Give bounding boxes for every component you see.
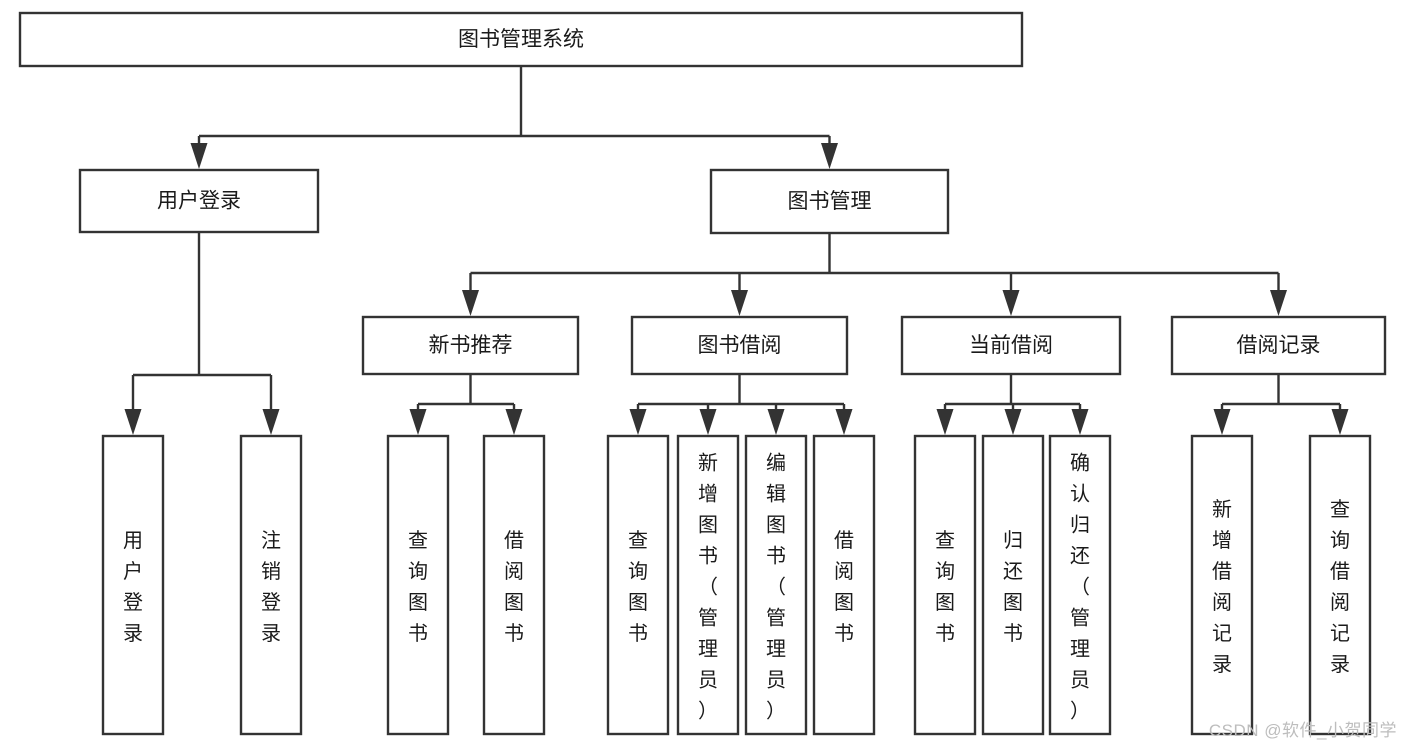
node-box xyxy=(386,434,450,736)
node-l3_2[interactable]: 图书借阅 xyxy=(630,315,849,376)
node-label: 图书管理系统 xyxy=(458,28,584,51)
node-root[interactable]: 图书管理系统 xyxy=(18,11,1024,68)
node-label: 编辑图书（管理员） xyxy=(766,452,786,723)
arrowhead-icon xyxy=(731,290,748,316)
node-leaf_7[interactable]: 编辑图书（管理员） xyxy=(744,434,808,736)
arrowhead-icon xyxy=(821,143,838,169)
arrowhead-icon xyxy=(124,409,142,435)
node-label: 借阅记录 xyxy=(1237,334,1321,357)
node-leaf_2[interactable]: 注销登录 xyxy=(239,434,303,736)
node-box xyxy=(101,434,165,736)
node-box xyxy=(1170,315,1387,376)
node-label: 查询图书 xyxy=(408,529,428,645)
node-l3_4[interactable]: 借阅记录 xyxy=(1170,315,1387,376)
node-leaf_8[interactable]: 借阅图书 xyxy=(812,434,876,736)
nodes-layer: 图书管理系统用户登录图书管理新书推荐图书借阅当前借阅借阅记录用户登录注销登录查询… xyxy=(18,11,1387,736)
node-leaf_3[interactable]: 查询图书 xyxy=(386,434,450,736)
arrowhead-icon xyxy=(262,409,280,435)
node-label: 查询图书 xyxy=(935,529,955,645)
node-label: 归还图书 xyxy=(1003,529,1023,645)
node-box xyxy=(361,315,580,376)
node-box xyxy=(981,434,1045,736)
node-box xyxy=(239,434,303,736)
node-box xyxy=(606,434,670,736)
node-leaf_10[interactable]: 归还图书 xyxy=(981,434,1045,736)
arrowhead-icon xyxy=(1002,290,1020,316)
node-box xyxy=(78,168,320,234)
node-box xyxy=(1048,434,1112,736)
node-leaf_1[interactable]: 用户登录 xyxy=(101,434,165,736)
node-label: 确认归还（管理员） xyxy=(1070,452,1090,723)
node-box xyxy=(900,315,1122,376)
node-label: 借阅图书 xyxy=(504,529,524,645)
arrowhead-icon xyxy=(767,409,785,435)
node-leaf_6[interactable]: 新增图书（管理员） xyxy=(676,434,740,736)
arrowhead-icon xyxy=(835,409,853,435)
arrowhead-icon xyxy=(1331,409,1349,435)
node-l3_1[interactable]: 新书推荐 xyxy=(361,315,580,376)
arrowhead-icon xyxy=(1071,409,1089,435)
node-label: 借阅图书 xyxy=(834,529,854,645)
node-label: 新增借阅记录 xyxy=(1212,498,1232,676)
arrowhead-icon xyxy=(1004,409,1022,435)
node-label: 用户登录 xyxy=(157,190,241,213)
arrowhead-icon xyxy=(505,409,523,435)
arrowhead-icon xyxy=(462,290,479,316)
node-label: 查询图书 xyxy=(628,529,648,645)
node-label: 用户登录 xyxy=(123,530,143,645)
node-label: 新书推荐 xyxy=(429,334,513,357)
node-label: 新增图书（管理员） xyxy=(698,452,718,723)
arrowhead-icon xyxy=(699,409,717,435)
node-l2_2[interactable]: 图书管理 xyxy=(709,168,950,235)
node-box xyxy=(744,434,808,736)
node-l3_3[interactable]: 当前借阅 xyxy=(900,315,1122,376)
node-leaf_13[interactable]: 查询借阅记录 xyxy=(1308,434,1372,736)
node-box xyxy=(913,434,977,736)
node-box xyxy=(630,315,849,376)
node-label: 图书借阅 xyxy=(698,334,782,357)
node-box xyxy=(482,434,546,736)
node-box xyxy=(709,168,950,235)
node-box xyxy=(18,11,1024,68)
node-leaf_9[interactable]: 查询图书 xyxy=(913,434,977,736)
node-label: 查询借阅记录 xyxy=(1330,498,1350,676)
arrowhead-icon xyxy=(629,409,647,435)
node-leaf_12[interactable]: 新增借阅记录 xyxy=(1190,434,1254,736)
arrowhead-icon xyxy=(1270,290,1287,316)
arrowhead-icon xyxy=(190,143,208,169)
node-label: 图书管理 xyxy=(788,190,872,213)
arrowhead-icon xyxy=(936,409,954,435)
node-label: 当前借阅 xyxy=(969,334,1053,357)
arrowhead-icon xyxy=(1213,409,1231,435)
node-box xyxy=(812,434,876,736)
node-box xyxy=(676,434,740,736)
node-box xyxy=(1190,434,1254,736)
node-l2_1[interactable]: 用户登录 xyxy=(78,168,320,234)
node-leaf_11[interactable]: 确认归还（管理员） xyxy=(1048,434,1112,736)
arrowhead-icon xyxy=(409,409,427,435)
node-label: 注销登录 xyxy=(261,529,281,645)
node-leaf_5[interactable]: 查询图书 xyxy=(606,434,670,736)
node-leaf_4[interactable]: 借阅图书 xyxy=(482,434,546,736)
node-box xyxy=(1308,434,1372,736)
edges-layer xyxy=(124,66,1349,435)
